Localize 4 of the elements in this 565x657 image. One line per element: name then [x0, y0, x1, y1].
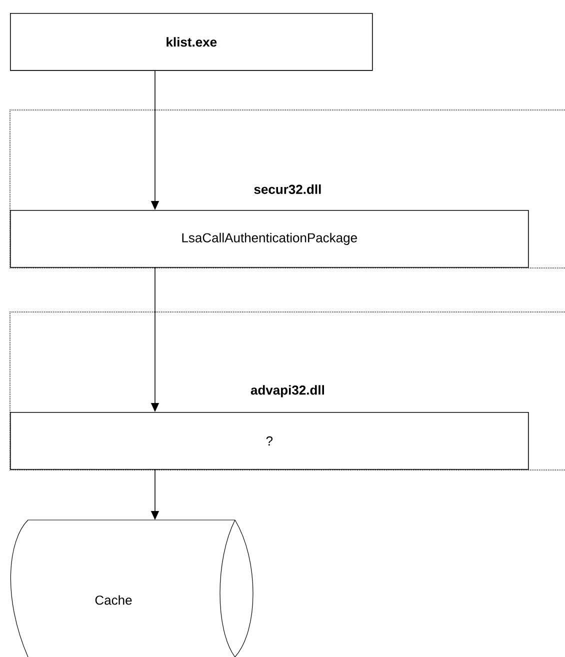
process-box: ?: [10, 412, 529, 470]
process-box: klist.exe: [10, 13, 373, 71]
process-box: LsaCallAuthenticationPackage: [10, 210, 529, 268]
cylinder: Cache: [10, 520, 254, 657]
